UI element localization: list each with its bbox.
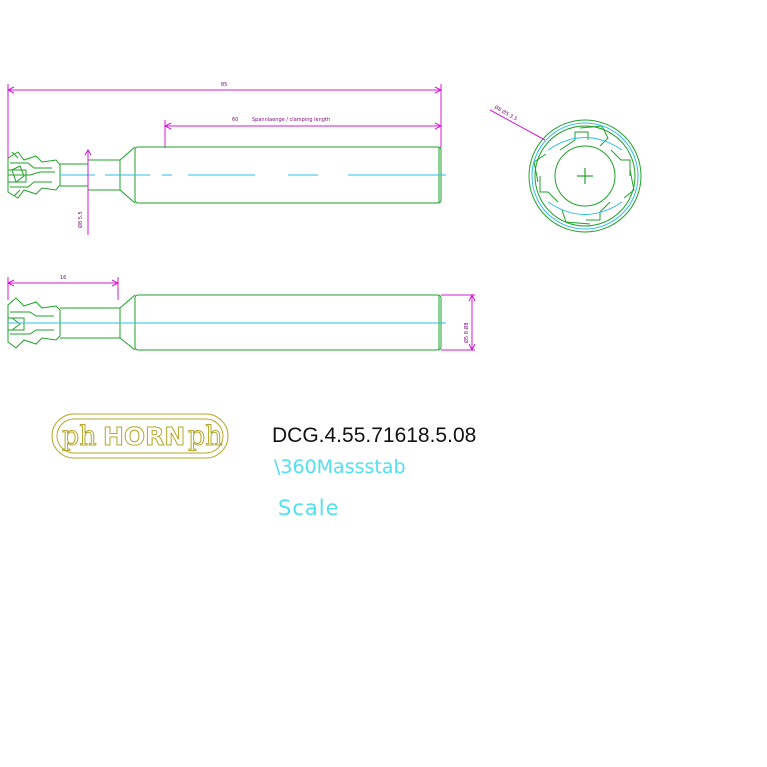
part-number: DCG.4.55.71618.5.08 [272,424,476,447]
shank-diameter-dimension [441,293,476,352]
head-diameter-dimension [84,149,92,235]
end-view-outline [528,119,642,233]
logo-mark-right: ph [188,421,223,452]
head-length-dimension [6,277,120,300]
end-view-cyan [531,122,639,230]
head-diameter-value: Ø8 5.5 [77,211,84,228]
logo-text: HORN [103,422,185,451]
overall-length-dimension [6,84,443,175]
scale-label: Scale [278,496,340,520]
horn-logo: ph HORN ph [51,413,229,459]
cutting-head-top [7,151,61,199]
bottom-side-view: 16 Ø5 8 Ø8 [6,275,476,352]
shank-diameter-value: Ø5 8 Ø8 [463,322,470,343]
clamping-length-caption: Spannlaenge / clamping length [252,117,330,123]
top-side-view: 85 60 Spannlaenge / clamping length [6,82,446,235]
clamping-length-dimension [163,120,443,148]
clamping-length-value: 60 [232,117,238,123]
end-view-center-mark [577,168,593,184]
head-length-value: 16 [60,275,66,281]
massstab-label: \360Massstab [274,456,406,478]
end-view: Ø8 Ø5 3.5 [489,104,642,233]
logo-mark-left: ph [62,421,97,452]
overall-length-value: 85 [221,82,227,88]
end-view-dims: Ø8 Ø5 3.5 [493,104,518,123]
end-view-leader [489,109,546,141]
